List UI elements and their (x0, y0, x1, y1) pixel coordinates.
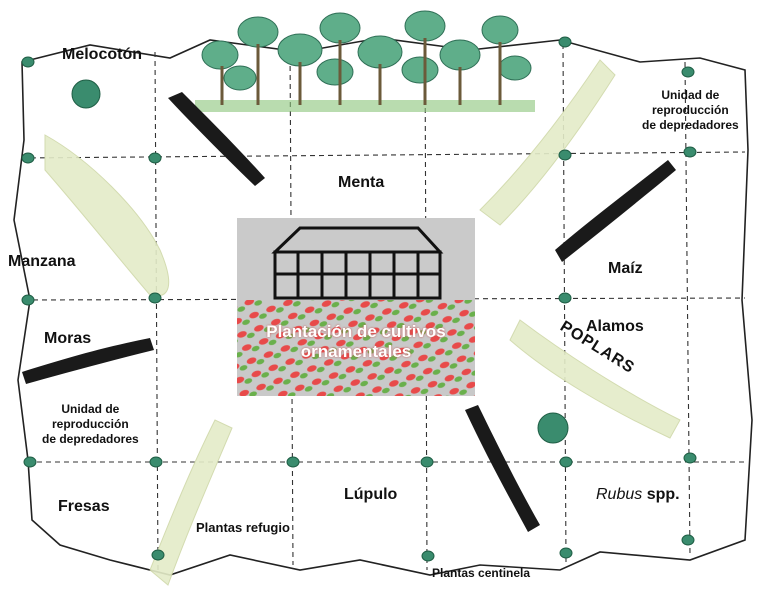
label-unidad-top: Unidad de reproducción de depredadores (642, 88, 739, 133)
label-moras: Moras (44, 330, 92, 347)
hedgerows (22, 92, 676, 532)
label-plantas-refugio: Plantas refugio (196, 520, 290, 535)
label-rubus-spp: spp. (646, 486, 680, 503)
label-lupulo: Lúpulo (344, 486, 398, 503)
label-unidad-left-line3: de depredadores (42, 432, 139, 446)
label-maiz: Maíz (608, 260, 643, 277)
label-unidad-top-line3: de depredadores (642, 118, 739, 132)
label-melocoton: Melocotón (62, 46, 142, 63)
greenhouse-block (237, 218, 475, 396)
label-unidad-top-line1: Unidad de (661, 88, 720, 102)
label-plantacion-line1: Plantación de cultivos (266, 322, 446, 341)
field-boundary (13, 37, 753, 576)
label-manzana: Manzana (8, 253, 76, 270)
sentinel-plants (21, 36, 697, 562)
label-unidad-left-line2: reproducción (52, 417, 129, 431)
label-fresas: Fresas (58, 498, 110, 515)
label-unidad-left-line1: Unidad de (61, 402, 120, 416)
label-rubus-genus: Rubus (596, 486, 643, 503)
spiky-shrubs (71, 79, 569, 444)
label-menta: Menta (338, 174, 385, 191)
label-unidad-left: Unidad de reproducción de depredadores (42, 402, 139, 447)
label-unidad-top-line2: reproducción (652, 103, 729, 117)
tree-row (195, 10, 535, 112)
label-alamos: Alamos (586, 318, 644, 335)
label-rubus: Rubus spp. (596, 486, 680, 504)
label-plantacion-line2: ornamentales (300, 342, 412, 361)
refuge-plant-bands (44, 59, 681, 586)
label-plantas-centinela: Plantas centinela (432, 566, 531, 580)
label-plantacion: Plantación de cultivos ornamentales (240, 322, 472, 362)
